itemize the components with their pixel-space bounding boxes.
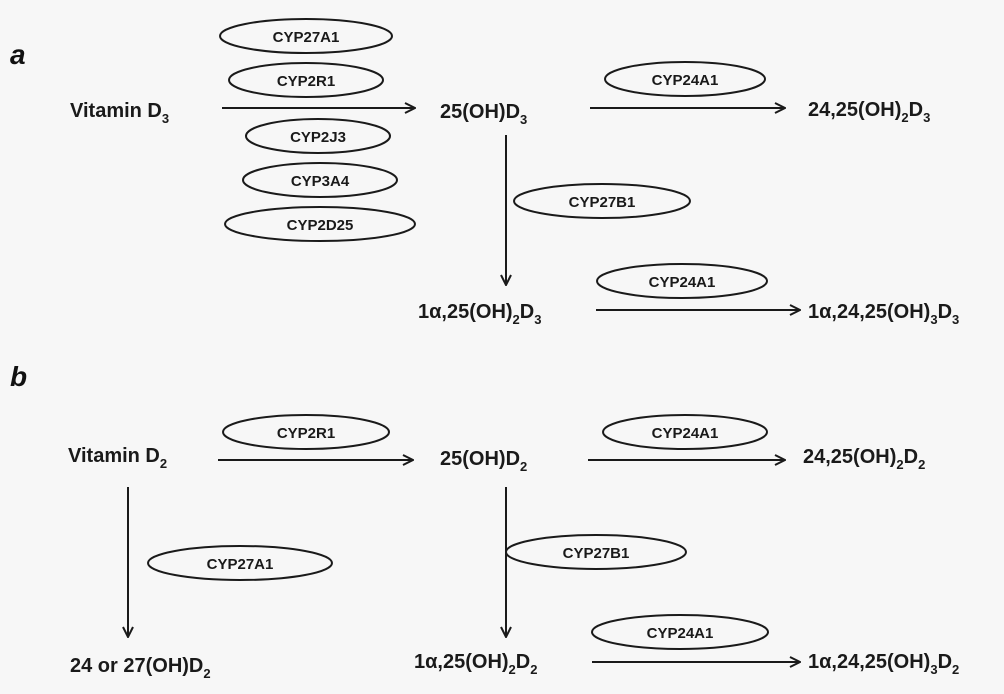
node-125oh2d3: 1α,25(OH)2D3 (418, 301, 541, 327)
node-12425oh3d3: 1α,24,25(OH)3D3 (808, 301, 959, 327)
enzyme-cyp2r1: CYP2R1 (222, 414, 390, 450)
enzyme-cyp24a1: CYP24A1 (602, 414, 768, 450)
svg-text:CYP3A4: CYP3A4 (291, 173, 350, 190)
enzyme-cyp2r1: CYP2R1 (228, 62, 384, 98)
enzyme-cyp24a1: CYP24A1 (591, 614, 769, 650)
enzyme-cyp27b1: CYP27B1 (505, 534, 687, 570)
panel-label-b: b (10, 361, 27, 392)
enzyme-cyp2d25: CYP2D25 (224, 206, 416, 242)
node-25ohd3: 25(OH)D3 (440, 101, 527, 127)
svg-text:CYP2R1: CYP2R1 (277, 425, 335, 442)
svg-text:CYP27B1: CYP27B1 (563, 545, 630, 562)
node-2425oh2d3: 24,25(OH)2D3 (808, 99, 930, 125)
enzyme-cyp3a4: CYP3A4 (242, 162, 398, 198)
node-24-or-27ohd2: 24 or 27(OH)D2 (70, 655, 211, 681)
node-vitamin-d2: Vitamin D2 (68, 445, 167, 471)
node-vitamin-d3: Vitamin D3 (70, 100, 169, 126)
enzyme-cyp27a1: CYP27A1 (219, 18, 393, 54)
node-25ohd2: 25(OH)D2 (440, 448, 527, 474)
node-12425oh3d2: 1α,24,25(OH)3D2 (808, 651, 959, 677)
svg-text:CYP27B1: CYP27B1 (569, 194, 636, 211)
node-125oh2d2: 1α,25(OH)2D2 (414, 651, 537, 677)
svg-text:CYP24A1: CYP24A1 (649, 274, 716, 291)
svg-text:CYP27A1: CYP27A1 (273, 29, 340, 46)
svg-text:CYP24A1: CYP24A1 (647, 625, 714, 642)
enzyme-cyp24a1: CYP24A1 (604, 61, 766, 97)
panel-label-a: a (10, 39, 26, 70)
enzyme-cyp24a1: CYP24A1 (596, 263, 768, 299)
svg-text:CYP2J3: CYP2J3 (290, 129, 346, 146)
enzyme-cyp2j3: CYP2J3 (245, 118, 391, 154)
svg-text:CYP27A1: CYP27A1 (207, 556, 274, 573)
enzyme-cyp27b1: CYP27B1 (513, 183, 691, 219)
svg-text:CYP24A1: CYP24A1 (652, 72, 719, 89)
enzyme-cyp27a1: CYP27A1 (147, 545, 333, 581)
svg-text:CYP24A1: CYP24A1 (652, 425, 719, 442)
svg-text:CYP2D25: CYP2D25 (287, 217, 354, 234)
svg-text:CYP2R1: CYP2R1 (277, 73, 335, 90)
node-2425oh2d2: 24,25(OH)2D2 (803, 446, 925, 472)
